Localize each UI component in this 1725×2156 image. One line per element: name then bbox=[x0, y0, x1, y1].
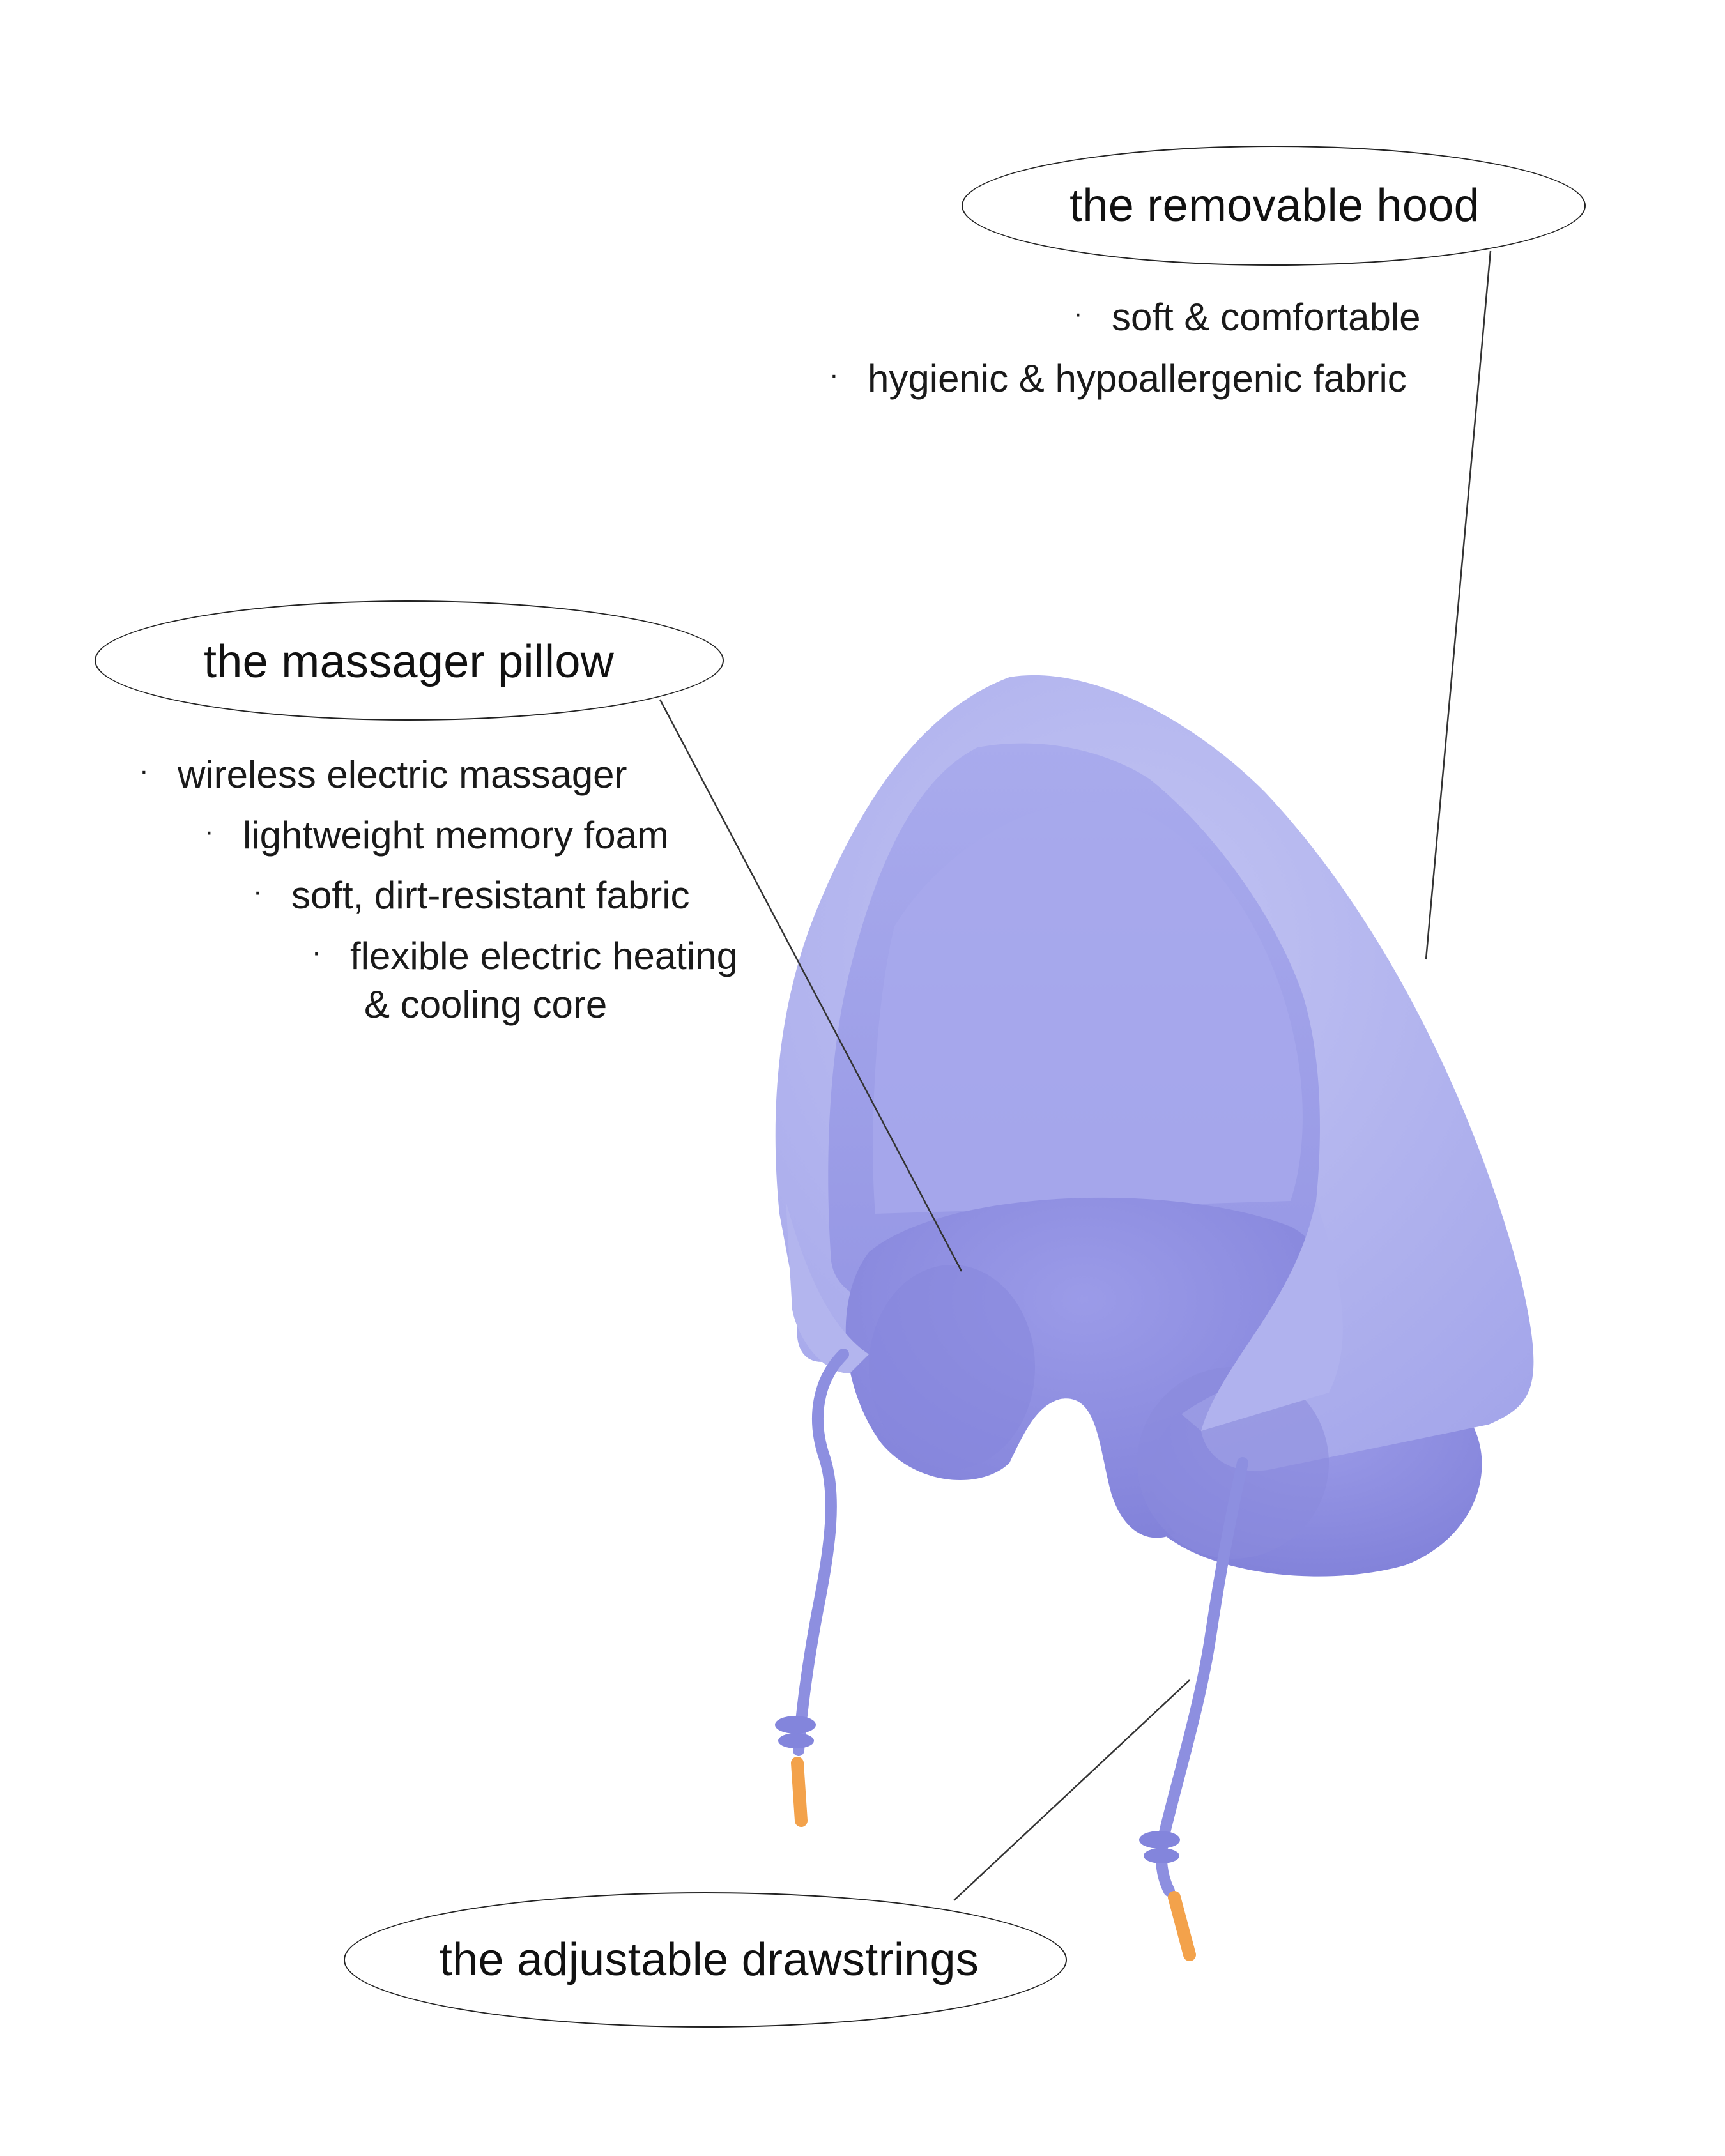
bullet-dot: · bbox=[253, 876, 263, 908]
pillow-feature-1-text: wireless electric massager bbox=[178, 753, 627, 796]
left-toggle bbox=[775, 1716, 816, 1734]
bullet-dot: · bbox=[139, 755, 149, 787]
pillow-feature-1: · wireless electric massager bbox=[139, 753, 627, 797]
left-drawstring bbox=[793, 1349, 849, 1756]
hood-feature-1: · soft & comfortable bbox=[1073, 295, 1421, 339]
pillow-feature-4-continued: & cooling core bbox=[364, 983, 608, 1026]
hood-callout-title: the removable hood bbox=[1070, 180, 1480, 231]
right-toggle bbox=[1139, 1831, 1180, 1849]
pillow-callout-title: the massager pillow bbox=[204, 636, 614, 687]
hood-callout-oval bbox=[962, 146, 1586, 266]
left-tip bbox=[791, 1757, 808, 1827]
pillow-left-lobe bbox=[869, 1265, 1035, 1469]
hood-right-flap bbox=[1201, 1201, 1343, 1431]
right-toggle-2 bbox=[1144, 1848, 1179, 1863]
pillow-feature-4: · flexible electric heating bbox=[312, 934, 738, 978]
drawstrings-leader-line bbox=[953, 1679, 1190, 1901]
hood-feature-2: · hygienic & hypoallergenic fabric bbox=[829, 356, 1407, 401]
pillow-leader-line bbox=[659, 699, 963, 1272]
pillow-feature-3-text: soft, dirt-resistant fabric bbox=[291, 874, 690, 917]
hood-feature-1-text: soft & comfortable bbox=[1112, 296, 1421, 339]
drawstrings-callout-oval bbox=[344, 1892, 1067, 2028]
hood-left-flap bbox=[786, 1201, 869, 1373]
bullet-dot: · bbox=[1073, 298, 1083, 330]
pillow-callout-oval bbox=[95, 600, 724, 721]
left-toggle-2 bbox=[778, 1733, 814, 1748]
bullet-dot: · bbox=[312, 937, 321, 968]
bullet-dot: · bbox=[829, 359, 839, 391]
hood-leader-line bbox=[1425, 250, 1492, 960]
pillow-feature-3: · soft, dirt-resistant fabric bbox=[253, 873, 690, 917]
pillow-feature-4-text: flexible electric heating bbox=[350, 935, 739, 977]
right-tip bbox=[1168, 1891, 1196, 1961]
pillow-feature-2: · lightweight memory foam bbox=[204, 813, 669, 857]
hood-inner-back bbox=[873, 801, 1303, 1214]
pillow-feature-2-text: lightweight memory foam bbox=[243, 814, 669, 857]
drawstrings-callout-title: the adjustable drawstrings bbox=[439, 1934, 979, 1985]
pillow-right-lobe bbox=[1137, 1367, 1329, 1559]
hood-feature-2-text: hygienic & hypoallergenic fabric bbox=[868, 357, 1407, 400]
bullet-dot: · bbox=[204, 816, 214, 848]
